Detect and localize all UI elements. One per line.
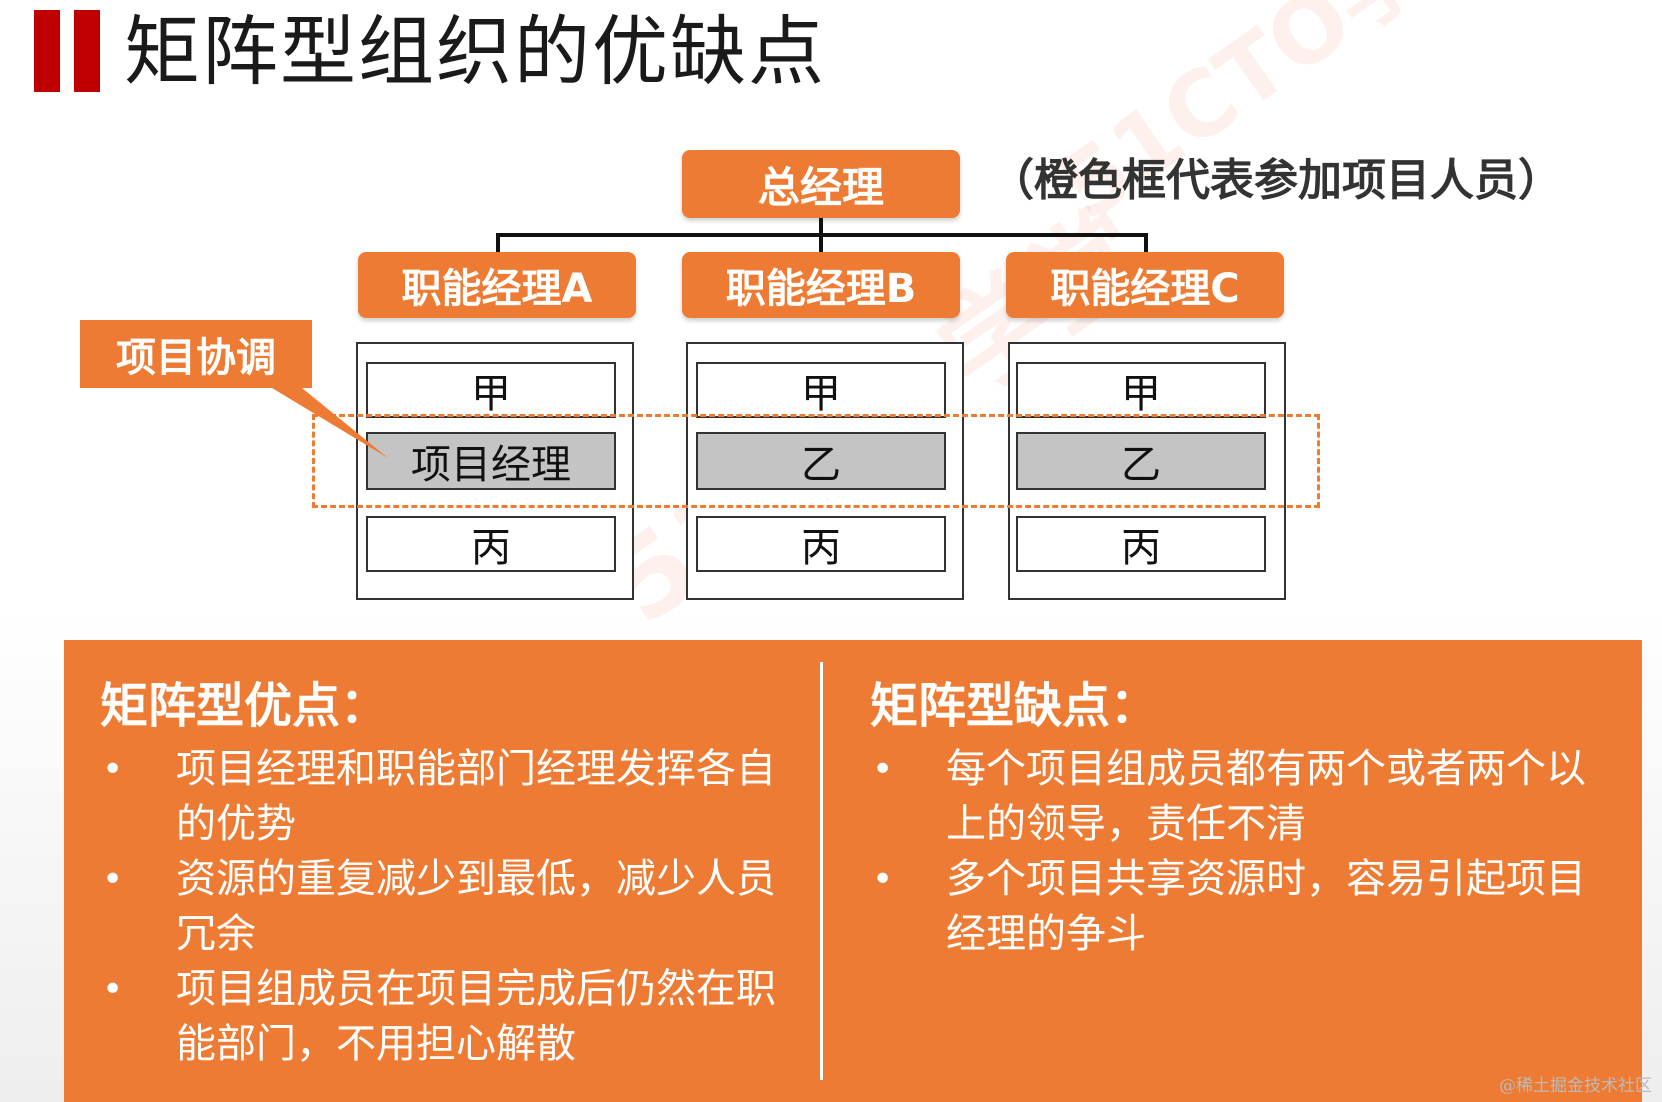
project-team-dashed-outline [312,414,1320,508]
advantage-item: 项目组成员在项目完成后仍然在职能部门，不用担心解散 [100,962,800,1072]
disadvantages-heading: 矩阵型缺点： [870,678,1159,734]
disadvantage-item: 每个项目组成员都有两个或者两个以上的领导，责任不清 [870,742,1590,852]
title-accent-bar [34,10,100,92]
advantage-item: 资源的重复减少到最低，减少人员冗余 [100,852,800,962]
general-manager-box: 总经理 [682,150,960,218]
pros-cons-panel: 矩阵型优点： 项目经理和职能部门经理发挥各自的优势 资源的重复减少到最低，减少人… [64,640,1642,1102]
panel-divider [820,662,823,1080]
advantage-item: 项目经理和职能部门经理发挥各自的优势 [100,742,800,852]
legend-note: （橙色框代表参加项目人员） [990,155,1562,206]
cell-a-bottom: 丙 [366,516,616,572]
functional-manager-b-box: 职能经理B [682,252,960,318]
advantages-heading: 矩阵型优点： [100,678,389,734]
advantages-section: 矩阵型优点： 项目经理和职能部门经理发挥各自的优势 资源的重复减少到最低，减少人… [100,674,800,1072]
functional-manager-a-box: 职能经理A [358,252,636,318]
cell-a-middle: 项目经理 [366,432,616,490]
disadvantages-section: 矩阵型缺点： 每个项目组成员都有两个或者两个以上的领导，责任不清 多个项目共享资… [870,674,1590,962]
page-title: 矩阵型组织的优缺点 [124,7,826,96]
cell-c-middle: 乙 [1016,432,1266,490]
connector-line [819,233,823,253]
functional-manager-c-box: 职能经理C [1006,252,1284,318]
cell-c-bottom: 丙 [1016,516,1266,572]
connector-line [496,233,500,253]
corner-watermark: @稀土掘金技术社区 [1499,1076,1652,1096]
connector-line [1144,233,1148,253]
cell-b-top: 甲 [696,362,946,418]
disadvantage-item: 多个项目共享资源时，容易引起项目经理的争斗 [870,852,1590,962]
cell-a-top: 甲 [366,362,616,418]
cell-c-top: 甲 [1016,362,1266,418]
cell-b-middle: 乙 [696,432,946,490]
connector-line [819,218,823,236]
project-coordination-callout: 项目协调 [80,320,312,388]
cell-b-bottom: 丙 [696,516,946,572]
